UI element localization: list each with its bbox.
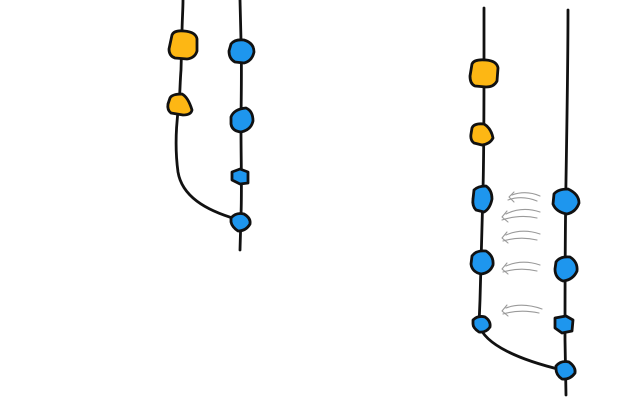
right-lane-2-node-1 [551,187,581,216]
right-arrow-group [501,191,543,317]
left-lane-2-node-2 [229,106,255,134]
right-lane-2-line [563,8,570,397]
right-arrow-3 [501,230,541,244]
left-lane-2-node-3 [230,167,250,186]
right-lane-1-line [477,6,564,372]
right-lane-1-node-5 [471,315,492,334]
right-lane-1-node-3 [471,184,494,214]
right-lane-2-node-3 [553,314,575,335]
right-lane-2-node-2 [553,255,579,283]
left-diagram [166,0,256,252]
right-lane-2-node-4 [554,360,577,381]
left-lane-1-node-1 [167,29,199,61]
left-lane-2-node-4 [229,212,252,233]
right-lane-1-node-4 [469,249,495,276]
right-lane-1-node-1 [468,58,500,89]
right-arrow-1 [507,191,541,203]
left-lane-2-node-1 [227,38,256,65]
right-diagram [468,6,581,397]
left-lane-1-node-2 [166,92,194,117]
right-arrow-4 [501,261,541,275]
right-lane-1-node-2 [469,122,495,147]
right-arrow-5 [501,304,543,317]
right-arrow-2 [501,208,541,223]
